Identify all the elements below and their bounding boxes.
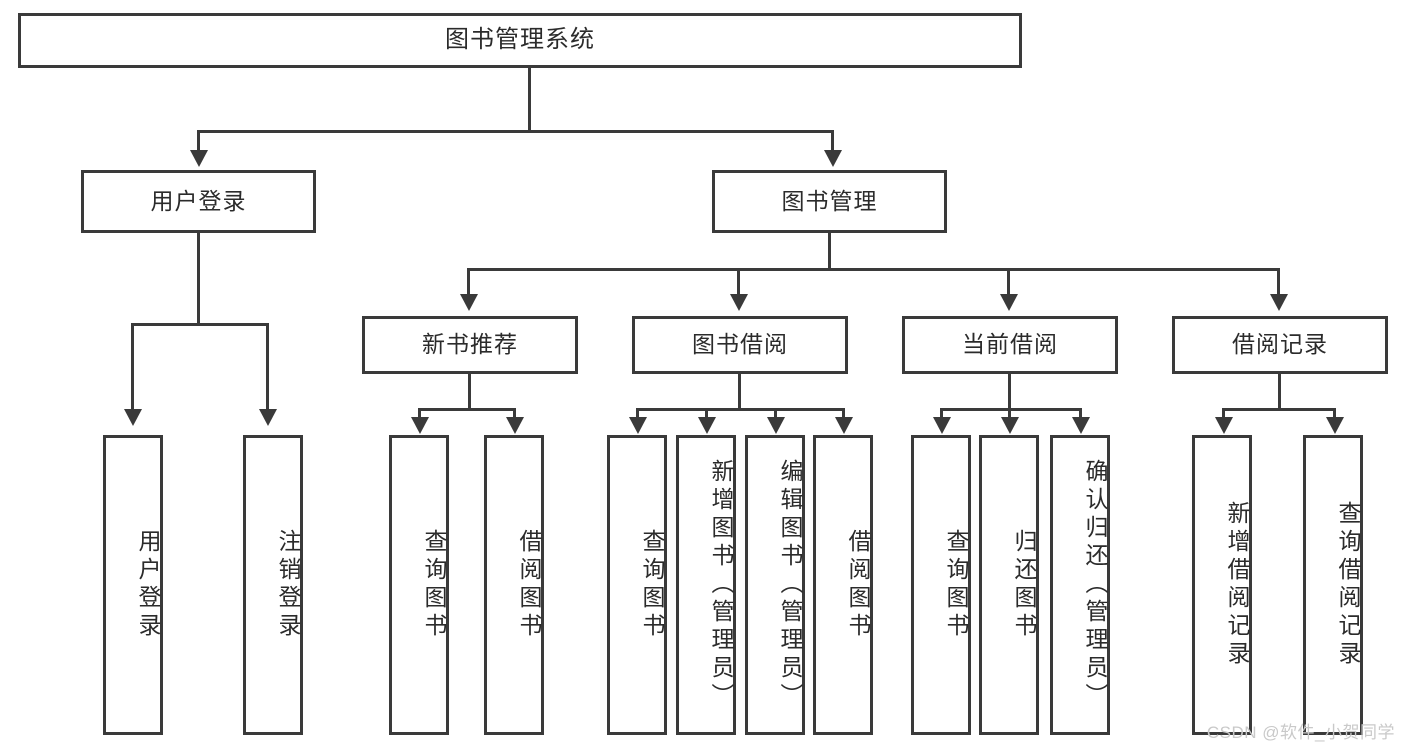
node-root-system[interactable]: 图书管理系统 — [18, 13, 1022, 68]
connector-drop-new-book-rec — [467, 268, 470, 296]
connector-drop-book-manage — [831, 130, 834, 152]
connector-drop-leaf-logout — [266, 323, 269, 411]
connector-current-borrow-bus — [940, 408, 1082, 411]
connector-drop-current-borrow — [1007, 268, 1010, 296]
connector-book-manage-stem — [828, 233, 831, 268]
connector-current-borrow-stem — [1008, 374, 1011, 408]
connector-drop-add-book — [705, 408, 708, 420]
leaf-edit-book[interactable]: 编辑图书（管理员） — [745, 435, 805, 735]
connector-drop-query-record — [1333, 408, 1336, 420]
connector-drop-leaf-user-login — [131, 323, 134, 411]
node-book-manage[interactable]: 图书管理 — [712, 170, 947, 233]
connector-drop-borrow-book-2 — [842, 408, 845, 420]
connector-drop-add-record — [1222, 408, 1225, 420]
arrow-to-user-login — [190, 150, 208, 167]
arrow-to-borrow-book-2 — [835, 417, 853, 434]
leaf-borrow-book-new-rec[interactable]: 借阅图书 — [484, 435, 544, 735]
connector-root-bus — [197, 130, 834, 133]
leaf-query-book-new-rec[interactable]: 查询图书 — [389, 435, 449, 735]
leaf-query-book-current[interactable]: 查询图书 — [911, 435, 971, 735]
arrow-to-borrow-book-1 — [506, 417, 524, 434]
connector-drop-confirm-return — [1079, 408, 1082, 420]
arrow-to-current-borrow — [1000, 294, 1018, 311]
arrow-to-query-book-1 — [411, 417, 429, 434]
connector-book-borrow-bus — [636, 408, 844, 411]
connector-drop-borrow-record — [1277, 268, 1280, 296]
node-new-book-rec[interactable]: 新书推荐 — [362, 316, 578, 374]
arrow-to-return-book — [1001, 417, 1019, 434]
node-borrow-record[interactable]: 借阅记录 — [1172, 316, 1388, 374]
connector-drop-borrow-book-1 — [513, 408, 516, 420]
arrow-to-query-record — [1326, 417, 1344, 434]
arrow-to-leaf-logout — [259, 409, 277, 426]
connector-drop-return-book — [1008, 408, 1011, 420]
leaf-add-record[interactable]: 新增借阅记录 — [1192, 435, 1252, 735]
connector-new-book-rec-bus — [418, 408, 516, 411]
connector-drop-query-book-1 — [418, 408, 421, 420]
connector-drop-query-book-3 — [940, 408, 943, 420]
leaf-user-login[interactable]: 用户登录 — [103, 435, 163, 735]
connector-book-borrow-stem — [738, 374, 741, 408]
arrow-to-add-book — [698, 417, 716, 434]
node-book-borrow[interactable]: 图书借阅 — [632, 316, 848, 374]
connector-borrow-record-bus — [1222, 408, 1336, 411]
connector-drop-edit-book — [774, 408, 777, 420]
connector-book-manage-bus — [467, 268, 1278, 271]
arrow-to-query-book-2 — [629, 417, 647, 434]
connector-drop-query-book-2 — [636, 408, 639, 420]
connector-new-book-rec-stem — [468, 374, 471, 408]
arrow-to-borrow-record — [1270, 294, 1288, 311]
node-current-borrow[interactable]: 当前借阅 — [902, 316, 1118, 374]
arrow-to-query-book-3 — [933, 417, 951, 434]
arrow-to-edit-book — [767, 417, 785, 434]
leaf-query-book-borrow[interactable]: 查询图书 — [607, 435, 667, 735]
leaf-query-record[interactable]: 查询借阅记录 — [1303, 435, 1363, 735]
arrow-to-confirm-return — [1072, 417, 1090, 434]
connector-drop-user-login — [197, 130, 200, 152]
connector-drop-book-borrow — [737, 268, 740, 296]
leaf-logout[interactable]: 注销登录 — [243, 435, 303, 735]
connector-borrow-record-stem — [1278, 374, 1281, 408]
node-user-login[interactable]: 用户登录 — [81, 170, 316, 233]
leaf-borrow-book-borrow[interactable]: 借阅图书 — [813, 435, 873, 735]
leaf-add-book[interactable]: 新增图书（管理员） — [676, 435, 736, 735]
leaf-return-book[interactable]: 归还图书 — [979, 435, 1039, 735]
leaf-confirm-return[interactable]: 确认归还（管理员） — [1050, 435, 1110, 735]
connector-user-login-stem — [197, 233, 200, 323]
arrow-to-leaf-user-login — [124, 409, 142, 426]
arrow-to-add-record — [1215, 417, 1233, 434]
csdn-watermark: CSDN @软件_小贺同学 — [1206, 723, 1395, 742]
connector-user-login-bus — [131, 323, 269, 326]
arrow-to-book-borrow — [730, 294, 748, 311]
arrow-to-new-book-rec — [460, 294, 478, 311]
arrow-to-book-manage — [824, 150, 842, 167]
connector-root-stem — [528, 68, 531, 130]
